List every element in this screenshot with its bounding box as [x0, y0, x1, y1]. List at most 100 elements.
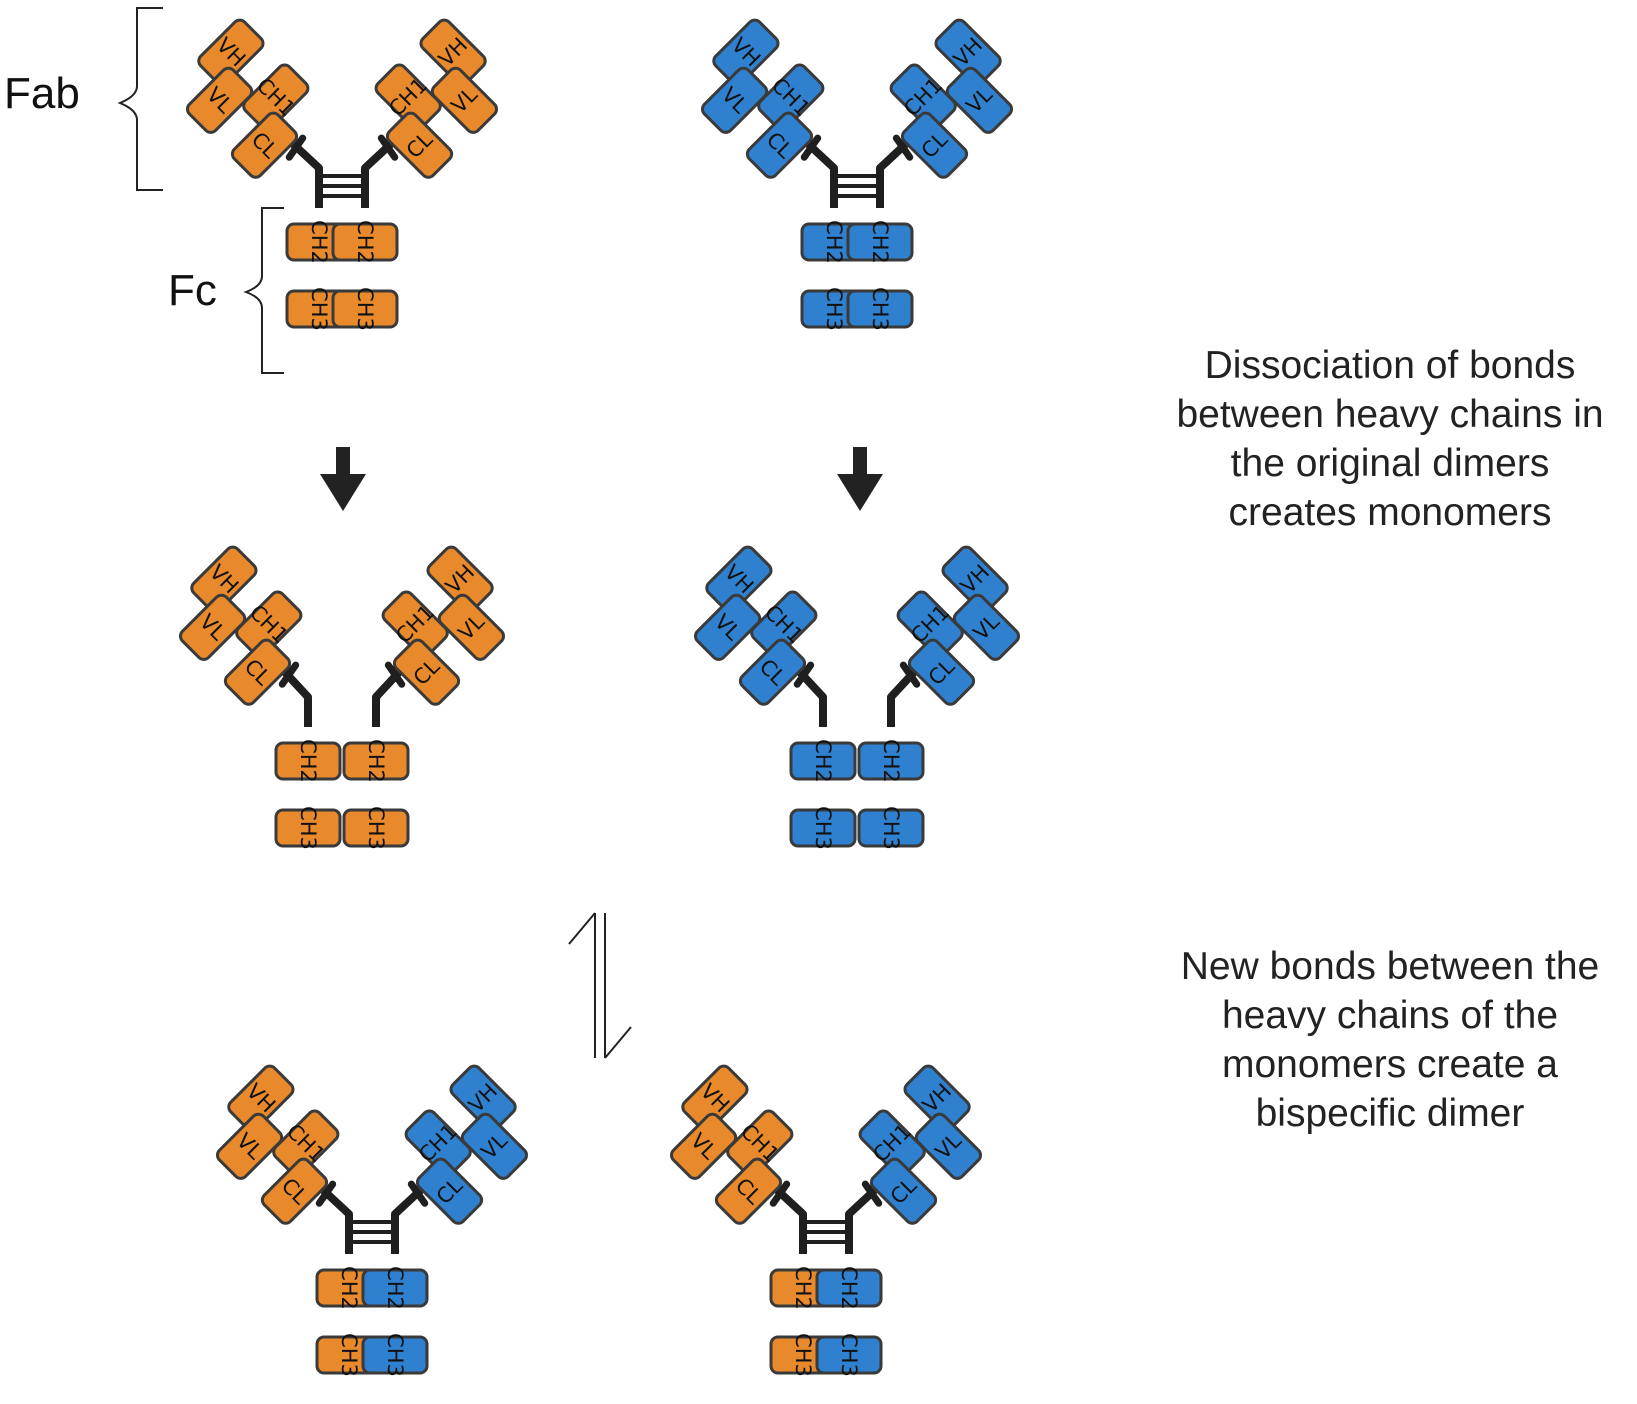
bispecific-dimer-2-right-arm-cl: CL — [869, 1157, 938, 1225]
blue-dimer-right-arm-vl: VL — [945, 66, 1014, 134]
orange-monomers-right-arm-light-linker — [384, 661, 406, 688]
bispecific-dimer-1-left-arm-vl: VL — [215, 1112, 284, 1180]
blue-monomers-left-arm-light-linker — [793, 661, 815, 688]
blue-dimer-right-ch2: CH2 — [846, 220, 914, 264]
orange-dimer-right-ch2: CH2 — [331, 220, 399, 264]
orange-dimer-right-ch3-label: CH3 — [353, 287, 377, 331]
bispecific-dimer-2-right-ch3-label: CH3 — [837, 1333, 861, 1377]
orange-dimer-right-arm-cl: CL — [385, 111, 454, 179]
bispecific-dimer-2-right-arm-vl: VL — [914, 1112, 983, 1180]
orange-monomers-right-ch3-label: CH3 — [364, 806, 388, 850]
orange-monomers-left-hinge — [279, 666, 312, 727]
blue-monomers-left-ch2-label: CH2 — [811, 739, 835, 783]
blue-dimer-left-arm-vh: VH — [712, 18, 780, 86]
bispecific-dimer-1-left-ch3-label: CH3 — [337, 1333, 361, 1377]
bispecific-dimer-2-left-ch2-label: CH2 — [791, 1266, 815, 1310]
blue-dimer-left-arm-cl: CL — [745, 111, 814, 179]
orange-dimer-right-ch3: CH3 — [331, 287, 399, 331]
orange-dimer-right-ch2-label: CH2 — [353, 220, 377, 264]
orange-dimer-left-ch2-label: CH2 — [307, 220, 331, 264]
orange-monomers-left-ch3: CH3 — [274, 806, 342, 850]
blue-dimer-right-ch3-label: CH3 — [868, 287, 892, 331]
caption-line: creates monomers — [1228, 491, 1552, 534]
orange-dimer-right-arm-vl: VL — [430, 66, 499, 134]
blue-monomers-right-ch3: CH3 — [857, 806, 925, 850]
bispecific-dimer-1-left-arm-cl: CL — [260, 1157, 329, 1225]
bispecific-dimer-2-right-ch2-label: CH2 — [837, 1266, 861, 1310]
bispecific-dimer-2-left-arm-vl: VL — [669, 1112, 738, 1180]
bispecific-dimer-1-right-ch2: CH2 — [361, 1266, 429, 1310]
bispecific-dimer-1-right-arm-vh: VH — [449, 1064, 517, 1132]
blue-dimer-left-arm-vl: VL — [700, 66, 769, 134]
bispecific-dimer-2-left-ch3-label: CH3 — [791, 1333, 815, 1377]
blue-dimer-right-arm-light-linker — [892, 134, 914, 161]
bispecific-dimer-2-right-arm-vh: VH — [903, 1064, 971, 1132]
blue-dimer-left-ch3-label: CH3 — [822, 287, 846, 331]
blue-monomers-left-arm-vl: VL — [693, 593, 762, 661]
bispecific-dimer-2-left-arm-cl: CL — [714, 1157, 783, 1225]
blue-monomers-right-arm-vh: VH — [941, 545, 1009, 613]
bispecific-dimer-2-right-ch3: CH3 — [815, 1333, 883, 1377]
orange-monomers-left-arm-vl: VL — [178, 593, 247, 661]
orange-dimer-right-arm-light-linker — [377, 134, 399, 161]
bispecific-dimer-1-left-ch2-label: CH2 — [337, 1266, 361, 1310]
blue-monomers-right-ch2: CH2 — [857, 739, 925, 783]
fc-label: Fc — [168, 266, 217, 315]
orange-monomers-right-arm-vh: VH — [426, 545, 494, 613]
orange-dimer-left-arm-light-linker — [285, 134, 307, 161]
orange-monomers-right-ch2: CH2 — [342, 739, 410, 783]
caption-line: the original dimers — [1230, 442, 1550, 485]
blue-monomers-left-hinge — [794, 666, 827, 727]
caption-line: heavy chains of the — [1221, 994, 1559, 1037]
down-arrow-right — [837, 447, 883, 511]
orange-dimer-left-arm-vl: VL — [185, 66, 254, 134]
blue-monomers-right-arm-vl: VL — [952, 593, 1021, 661]
bispecific-dimer-2-left-arm-light-linker — [769, 1180, 791, 1207]
bispecific-dimer-1-right-ch3-label: CH3 — [383, 1333, 407, 1377]
equilibrium-arrows-icon — [568, 912, 632, 1059]
blue-monomers-left-ch2: CH2 — [789, 739, 857, 783]
blue-monomers-right-ch2-label: CH2 — [879, 739, 903, 783]
bispecific-dimer-1-right-arm-vl: VL — [460, 1112, 529, 1180]
orange-monomers-right-ch3: CH3 — [342, 806, 410, 850]
orange-dimer-left-arm-vh: VH — [197, 18, 265, 86]
down-arrow-left — [320, 447, 366, 511]
orange-monomers-right-arm-cl: CL — [392, 638, 461, 706]
blue-monomers-right-arm-cl: CL — [907, 638, 976, 706]
orange-monomers-left-arm-cl: CL — [223, 638, 292, 706]
orange-monomers-left-ch2-label: CH2 — [296, 739, 320, 783]
orange-monomers-right-ch2-label: CH2 — [364, 739, 388, 783]
blue-monomers-left-arm-cl: CL — [738, 638, 807, 706]
blue-monomers-left-ch3-label: CH3 — [811, 806, 835, 850]
orange-monomers-left-arm-light-linker — [278, 661, 300, 688]
orange-dimer-left-arm-cl: CL — [230, 111, 299, 179]
bispecific-dimer-1-right-ch2-label: CH2 — [383, 1266, 407, 1310]
fc-brace: Fc — [168, 207, 284, 374]
blue-dimer-right-ch2-label: CH2 — [868, 220, 892, 264]
orange-monomers-left-ch3-label: CH3 — [296, 806, 320, 850]
orange-monomers-left-ch2: CH2 — [274, 739, 342, 783]
bispecific-dimer-1-right-arm-cl: CL — [415, 1157, 484, 1225]
orange-dimer-left-ch3-label: CH3 — [307, 287, 331, 331]
caption-line: New bonds between the — [1180, 945, 1600, 988]
blue-dimer-left-ch2-label: CH2 — [822, 220, 846, 264]
blue-dimer-right-ch3: CH3 — [846, 287, 914, 331]
bispecific-dimer-1-left-arm-vh: VH — [227, 1064, 295, 1132]
bispecific-dimer-1-left-arm-light-linker — [315, 1180, 337, 1207]
blue-monomers-right-arm-light-linker — [899, 661, 921, 688]
blue-dimer-right-arm-vh: VH — [934, 18, 1002, 86]
bispecific-dimer-2-left-arm-vh: VH — [681, 1064, 749, 1132]
orange-dimer-right-arm-vh: VH — [419, 18, 487, 86]
new-bonds-caption: New bonds between the heavy chains of th… — [1140, 942, 1637, 1138]
bispecific-dimer-2-right-arm-light-linker — [861, 1180, 883, 1207]
caption-line: Dissociation of bonds — [1204, 344, 1576, 387]
caption-line: between heavy chains in — [1176, 393, 1604, 436]
blue-dimer-right-arm-cl: CL — [900, 111, 969, 179]
